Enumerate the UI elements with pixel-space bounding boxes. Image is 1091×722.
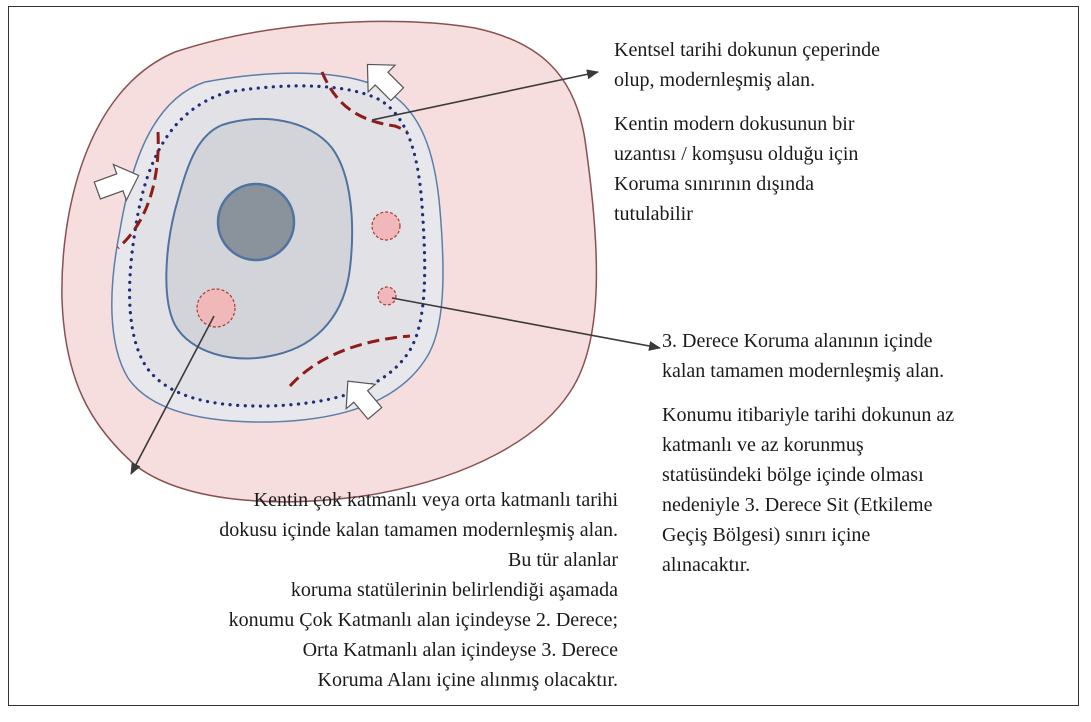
note-bottom-line4: koruma statülerinin belirlendiği aşamada <box>290 579 618 601</box>
pink-zone-right-upper <box>371 211 401 241</box>
historic-core <box>216 182 296 262</box>
note-right-line1: 3. Derece Koruma alanının içinde <box>662 330 933 352</box>
note-right-line7: Geçiş Bölgesi) sınırı içine <box>662 524 871 546</box>
note-bottom-line6: Orta Katmanlı alan içindeyse 3. Derece <box>302 639 618 661</box>
note-top-line3: Kentin modern dokusunun bir <box>614 113 855 135</box>
note-bottom-line3: Bu tür alanlar <box>508 549 618 571</box>
note-top-line2: olup, modernleşmiş alan. <box>614 69 816 91</box>
pressure-arrow-top-right <box>366 63 405 102</box>
note-top-line1: Kentsel tarihi dokunun çeperinde <box>614 39 881 61</box>
pointer-arrow-right <box>391 297 661 351</box>
note-right-line8: alınacaktır. <box>662 554 751 576</box>
pressure-arrow-left <box>93 163 140 202</box>
note-right-line6: nedeniyle 3. Derece Sit (Etkileme <box>662 494 933 516</box>
dashed-arc-bottom <box>288 334 411 388</box>
pink-zone-large <box>196 288 236 328</box>
note-top-line6: tutulabilir <box>614 203 693 225</box>
dashed-arc-left <box>117 131 160 250</box>
note-right-line2: kalan tamamen modernleşmiş alan. <box>662 360 945 382</box>
note-bottom-line2: dokusu içinde kalan tamamen modernleşmiş… <box>219 519 618 541</box>
note-bottom-line7: Koruma Alanı içine alınmış olacaktır. <box>317 669 618 691</box>
note-third-degree-area: 3. Derece Koruma alanının içinde kalan t… <box>662 326 954 580</box>
note-bottom-line5: konumu Çok Katmanlı alan içindeyse 2. De… <box>228 609 618 631</box>
note-top-line5: Koruma sınırının dışında <box>614 173 814 195</box>
pink-zone-right-lower <box>377 286 397 306</box>
pointer-arrow-bottom <box>130 315 215 475</box>
note-right-line5: statüsündeki bölge içinde olması <box>662 464 924 486</box>
note-right-line4: katmanlı ve az korunmuş <box>662 434 864 456</box>
note-bottom-line1: Kentin çok katmanlı veya orta katmanlı t… <box>253 489 618 511</box>
note-top-line4: uzantısı / komşusu olduğu için <box>614 143 859 165</box>
note-right-line3: Konumu itibariyle tarihi dokunun az <box>662 404 955 426</box>
pointer-arrow-top <box>371 69 599 121</box>
dashed-arc-top-right <box>320 71 409 134</box>
note-fringe-modern-area: Kentsel tarihi dokunun çeperinde olup, m… <box>614 35 880 229</box>
note-inner-modern-area: Kentin çok katmanlı veya orta katmanlı t… <box>78 485 618 695</box>
pressure-arrow-bottom <box>345 380 383 420</box>
